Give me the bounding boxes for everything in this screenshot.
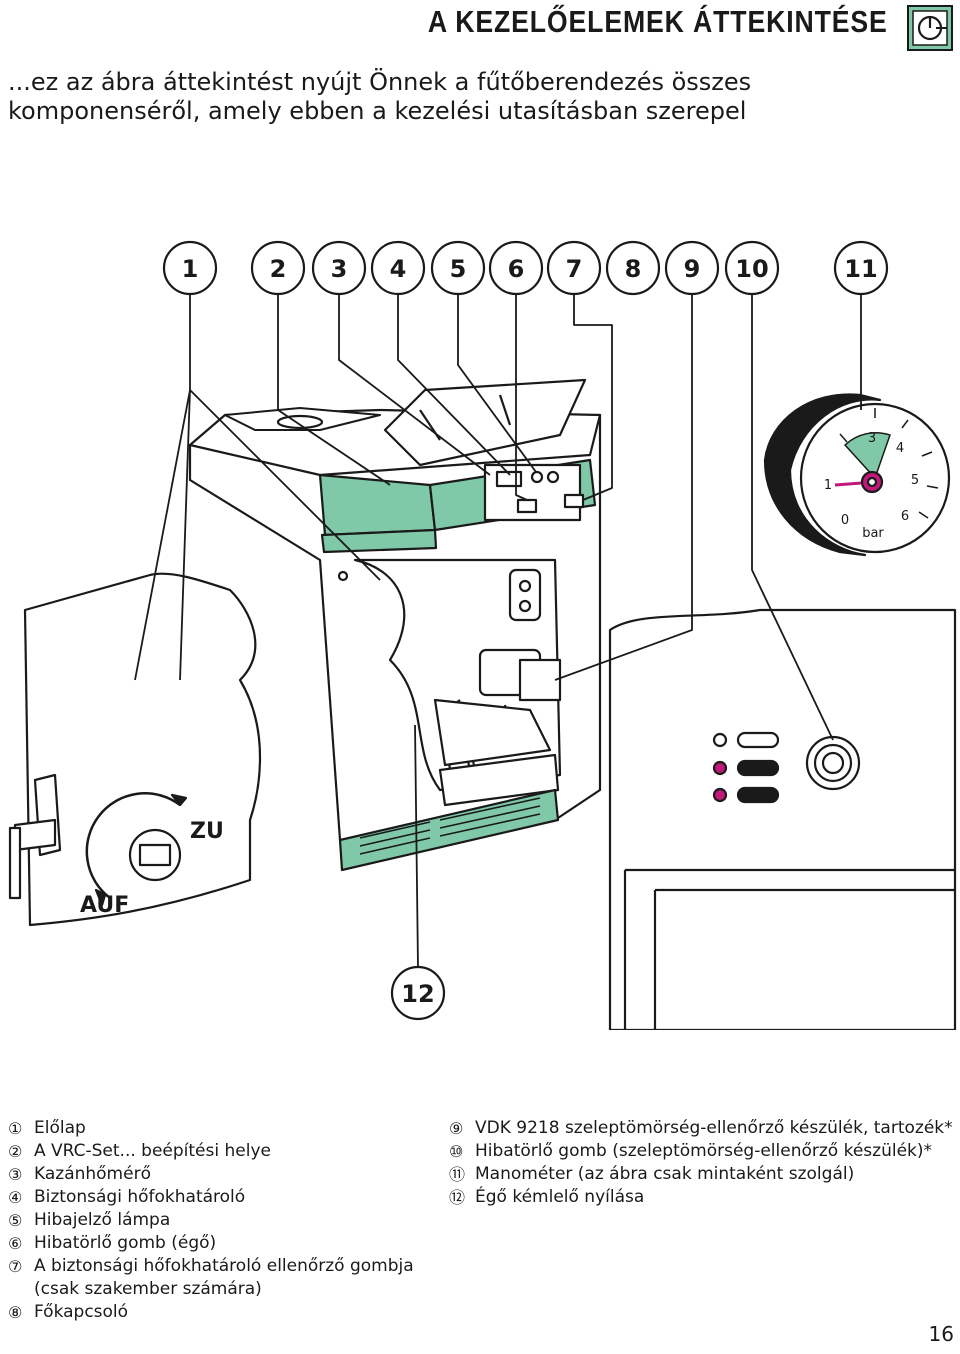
legend-item: ⑤ Hibajelző lámpa — [8, 1209, 448, 1232]
legend-item: ⑦ A biztonsági hőfokhatároló ellenőrző go… — [8, 1255, 448, 1278]
callout-5: 5 — [450, 255, 467, 283]
valve-label-open: AUF — [80, 893, 129, 918]
gauge-tick-1: 1 — [824, 478, 832, 493]
legend-text: Hibajelző lámpa — [34, 1210, 171, 1230]
gauge-tick-5: 5 — [911, 473, 919, 488]
legend-number: ⑦ — [8, 1257, 23, 1276]
legend-number: ⑫ — [449, 1188, 466, 1207]
legend-number: ③ — [8, 1165, 23, 1184]
legend-text: A biztonsági hőfokhatároló ellenőrző gom… — [34, 1256, 414, 1276]
burner-base — [433, 698, 552, 767]
gauge-tick-4: 4 — [896, 441, 904, 456]
legend-text: Előlap — [34, 1118, 86, 1138]
legend-item: ② A VRC-Set... beépítési helye — [8, 1140, 448, 1163]
legend-number: ⑪ — [449, 1165, 466, 1184]
legend-item: ⑫ Égő kémlelő nyílása — [449, 1186, 959, 1209]
control-flap-glass — [383, 378, 587, 467]
legend-text: VDK 9218 szeleptömörség-ellenőrző készül… — [475, 1118, 953, 1138]
callout-12: 12 — [401, 980, 434, 1008]
legend-text: Manométer (az ábra csak mintaként szolgá… — [475, 1164, 855, 1184]
legend-number: ⑧ — [8, 1303, 23, 1322]
control-dial-icon — [907, 5, 953, 51]
legend-item: ⑩ Hibatörlő gomb (szeleptömörség-ellenőrz… — [449, 1140, 959, 1163]
legend-text: (csak szakember számára) — [34, 1279, 262, 1299]
intro-line-1: ...ez az ábra áttekintést nyújt Önnek a … — [8, 68, 752, 96]
legend-item: ① Előlap — [8, 1117, 448, 1140]
legend-text: Égő kémlelő nyílása — [475, 1187, 645, 1207]
callout-11: 11 — [844, 255, 877, 283]
callout-circles — [162, 240, 889, 1021]
detail-panel — [608, 608, 957, 1030]
flue-valve-knob — [85, 792, 188, 907]
legend-item: ④ Biztonsági hőfokhatároló — [8, 1186, 448, 1209]
legend-text: A VRC-Set... beépítési helye — [34, 1141, 271, 1161]
boiler-figure: 1 2 3 4 5 6 7 8 9 10 11 12 ZU AUF 0 1 3 … — [8, 240, 957, 1030]
page-number: 16 — [928, 1322, 954, 1346]
pressure-gauge — [763, 393, 951, 557]
callout-4: 4 — [390, 255, 407, 283]
legend-number: ② — [8, 1142, 23, 1161]
gauge-tick-6: 6 — [901, 509, 909, 524]
legend-right: ⑨ VDK 9218 szeleptömörség-ellenőrző készü… — [449, 1117, 959, 1209]
callout-10: 10 — [735, 255, 768, 283]
legend-number: ⑩ — [449, 1142, 464, 1161]
callout-6: 6 — [508, 255, 525, 283]
callout-9: 9 — [684, 255, 701, 283]
legend-number: ④ — [8, 1188, 23, 1207]
legend-item: ⑥ Hibatörlő gomb (égő) — [8, 1232, 448, 1255]
legend-item: ⑧ Főkapcsoló — [8, 1301, 448, 1324]
legend-text: Kazánhőmérő — [34, 1164, 151, 1184]
legend-text: Hibatörlő gomb (égő) — [34, 1233, 217, 1253]
legend-text: Hibatörlő gomb (szeleptömörség-ellenőrző… — [475, 1141, 933, 1161]
legend-number: ⑨ — [449, 1119, 464, 1138]
legend-number: ① — [8, 1119, 23, 1138]
valve-label-close: ZU — [190, 819, 224, 844]
callout-8: 8 — [625, 255, 642, 283]
legend-number: ⑤ — [8, 1211, 23, 1230]
intro-text: ...ez az ábra áttekintést nyújt Önnek a … — [8, 68, 808, 126]
gauge-tick-0: 0 — [841, 513, 849, 528]
front-panel — [23, 572, 262, 927]
legend-text: Főkapcsoló — [34, 1302, 129, 1322]
legend-item: ③ Kazánhőmérő — [8, 1163, 448, 1186]
legend-item: ⑪ Manométer (az ábra csak mintaként szolg… — [449, 1163, 959, 1186]
legend-item: ⑨ VDK 9218 szeleptömörség-ellenőrző készü… — [449, 1117, 959, 1140]
burner-grille — [338, 788, 560, 872]
page-title: A KEZELŐELEMEK ÁTTEKINTÉSE — [428, 4, 888, 39]
gauge-tick-3: 3 — [868, 431, 876, 446]
callout-3: 3 — [331, 255, 348, 283]
top-cover — [224, 407, 381, 431]
intro-line-2: komponenséről, amely ebben a kezelési ut… — [8, 97, 747, 125]
control-panel-strip — [318, 473, 437, 537]
gauge-unit: bar — [862, 526, 884, 541]
callout-1: 1 — [182, 255, 199, 283]
inner-panel — [508, 568, 542, 622]
legend-item: (csak szakember számára) — [8, 1278, 448, 1301]
callout-2: 2 — [270, 255, 287, 283]
callout-7: 7 — [566, 255, 583, 283]
legend-number: ⑥ — [8, 1234, 23, 1253]
legend-text: Biztonsági hőfokhatároló — [34, 1187, 246, 1207]
